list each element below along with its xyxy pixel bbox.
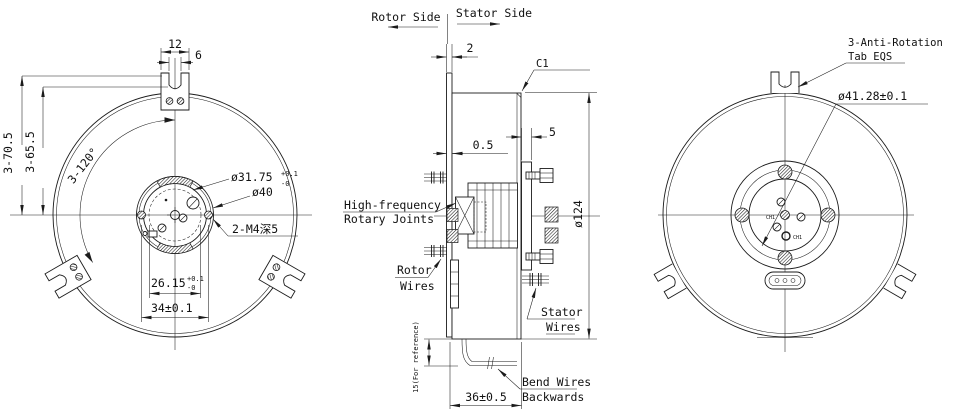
dim-wire-reference-text: 15(For reference): [412, 321, 420, 393]
hf-joint-label-line1: High-frequency: [344, 198, 441, 212]
dim-overall-length-text: 36±0.5: [465, 390, 507, 404]
dim-tab-angle: 3-120°: [65, 117, 176, 263]
dim-wire-reference: 15(For reference): [412, 321, 458, 393]
dim-tab-radius-inner: 3-65.5: [23, 86, 168, 215]
ch1-hole: [781, 231, 791, 241]
rotor-side-text: Rotor Side: [371, 10, 440, 24]
stator-wire-connector: [522, 273, 549, 286]
bend-wires-label-line1: Bend Wires: [522, 375, 591, 389]
bearing-stator-lower: [544, 227, 559, 244]
stator-wires-label-line1: Stator: [541, 305, 583, 319]
stator-tab-top: [770, 71, 800, 94]
dim-bolt-circle-text: ø41.28±0.1: [838, 89, 907, 103]
dim-bolt-circle: ø41.28±0.1: [761, 89, 928, 247]
dim-plate-thickness: 2: [431, 41, 478, 72]
bend-wires-label: Bend Wires Backwards: [497, 368, 591, 404]
dim-tab-width-text: 12: [168, 37, 182, 51]
dim-overall-length: 36±0.5: [449, 342, 522, 409]
m4-hole-left: [137, 210, 146, 220]
rotor-hub: [136, 176, 214, 254]
dim-plate-thickness-text: 2: [467, 41, 474, 55]
stator-tab-lower-left: [653, 263, 687, 300]
stator-wires-label-line2: Wires: [546, 320, 581, 334]
section-view: Rotor Side Stator Side 2: [343, 6, 600, 409]
dim-hole-spacing: 26.15 +0.1 -0: [149, 225, 204, 298]
dim-slot-width-text: 6: [195, 48, 202, 62]
dim-m4-screws: 2-M4深5: [212, 218, 298, 237]
bend-wires-label-line2: Backwards: [522, 390, 584, 404]
dim-gap: 0.5: [433, 138, 508, 156]
dim-bore-tol-upper: +0.1: [281, 170, 298, 178]
dim-housing-od-text: ø124: [571, 200, 585, 228]
rotor-side-label: Rotor Side: [371, 10, 441, 29]
stator-side-label: Stator Side: [456, 6, 532, 26]
bolt-hole-top: [777, 164, 793, 180]
chamfer-callout: C1: [521, 58, 590, 92]
stator-hub: CH1 CH1: [730, 160, 840, 270]
dim-flange-thickness-text: 5: [549, 125, 556, 139]
ch1-center-label: CH1: [766, 215, 775, 221]
hub-keyway-hatch-bottom: [156, 242, 194, 254]
rotor-wire-connector-lower: [424, 245, 447, 257]
dim-m4-screws-text: 2-M4深5: [232, 222, 278, 236]
chamfer-text: C1: [536, 58, 549, 70]
stator-disc-inner: [666, 96, 904, 334]
rotor-wires-label: Rotor Wires: [395, 258, 442, 293]
bearing-rotor-lower: [446, 229, 459, 243]
stator-center-hole: [780, 210, 790, 220]
flange-bolt-top: [525, 168, 554, 183]
dim-flange-thickness: 5: [506, 125, 556, 160]
rotor-wires-label-line1: Rotor: [397, 263, 432, 277]
rotor-side-view: 12 6 3-70.5 3-65.5 3-120°: [1, 37, 312, 350]
bearing-rotor-upper: [446, 208, 459, 222]
dim-gap-text: 0.5: [473, 138, 494, 152]
stator-wires-label: Stator Wires: [526, 287, 583, 335]
stator-tab-lower-right: [883, 263, 917, 300]
rotor-tab-lower-right: [258, 254, 306, 299]
anti-rotation-label: 3-Anti-Rotation Tab EQS: [797, 37, 943, 88]
m4-hole-right: [204, 210, 213, 220]
dim-tab-radius-outer: 3-70.5: [1, 75, 162, 215]
stator-connector: [764, 271, 806, 290]
dim-tab-radius-outer-text: 3-70.5: [1, 132, 15, 174]
dim-hub-od: ø40: [212, 185, 273, 209]
hub-keyway-hatch-top: [156, 176, 194, 188]
terminal-strip: [450, 259, 459, 309]
rotor-wire-connector-upper: [424, 171, 447, 184]
bolt-hole-right: [820, 207, 836, 223]
dim-tab-radius-inner-text: 3-65.5: [23, 131, 37, 173]
bearing-stator-upper: [544, 206, 559, 223]
rotor-tab-lower-left: [44, 254, 92, 299]
stator-side-text: Stator Side: [456, 6, 532, 20]
bolt-hole-left: [734, 207, 750, 223]
bolt-hole-bottom: [777, 250, 793, 266]
dim-hole-spacing-text: 26.15: [151, 276, 186, 290]
dim-housing-od: ø124: [521, 92, 597, 340]
dim-bore: ø31.75 +0.1 -0: [192, 170, 298, 191]
ch1-hole-label: CH1: [793, 235, 802, 241]
dim-hole-spacing-tol-lower: -0: [187, 284, 195, 292]
hf-joint-label-line2: Rotary Joints: [344, 212, 434, 226]
stator-flange-section: [521, 161, 532, 271]
hf-joint-label: High-frequency Rotary Joints: [343, 198, 457, 226]
dim-slot-width: 6: [157, 48, 202, 71]
dim-hub-od-text: ø40: [252, 185, 273, 199]
rotor-wires-label-line2: Wires: [400, 279, 435, 293]
dim-tab-angle-text: 3-120°: [65, 145, 102, 186]
flange-bolt-bottom: [525, 249, 554, 264]
anti-rotation-label-line1: 3-Anti-Rotation: [848, 37, 943, 49]
dim-bore-tol-lower: -0: [281, 180, 289, 188]
dim-screw-span-text: 34±0.1: [151, 301, 193, 315]
dim-tab-width: 12: [160, 37, 190, 70]
anti-rotation-label-line2: Tab EQS: [848, 51, 892, 63]
dim-bore-text: ø31.75: [231, 170, 273, 184]
hf-rotary-joint: [455, 196, 487, 235]
bent-wire: [461, 338, 517, 370]
stator-side-view: CH1 CH1 3-Anti-Rotation Tab EQS ø41.28±0…: [653, 37, 943, 352]
dim-screw-span: 34±0.1: [141, 225, 209, 322]
dim-hole-spacing-tol-upper: +0.1: [187, 275, 204, 283]
slip-ring-core: [467, 182, 518, 249]
